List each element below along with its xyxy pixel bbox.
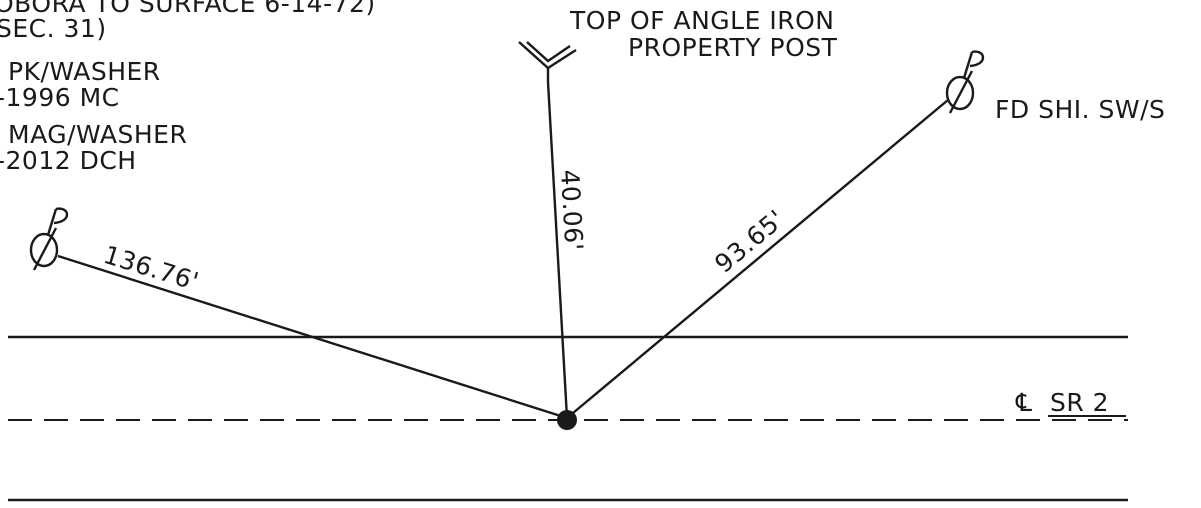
centerline-symbol: ℄ — [1015, 388, 1033, 417]
post-label-line-2: PROPERTY POST — [628, 33, 838, 62]
distance-center-label: 40.06' — [555, 169, 589, 252]
centerline-label: ℄ SR 2 — [1015, 388, 1126, 417]
note-line-5: MAG/WASHER — [8, 120, 187, 149]
right-monument-label: FD SHI. SW/S — [995, 95, 1165, 124]
monument-symbol-right — [945, 50, 985, 114]
note-line-2: SEC. 31) — [0, 14, 107, 43]
angle-iron-post-symbol-inner — [526, 41, 571, 63]
note-line-3: PK/WASHER — [8, 57, 161, 86]
angle-iron-post-symbol-outer — [518, 41, 577, 70]
post-label-line-1: TOP OF ANGLE IRON — [569, 6, 834, 35]
distance-left-label: 136.76' — [100, 240, 202, 296]
note-line-4: -1996 MC — [0, 83, 120, 112]
monument-symbol-left — [29, 207, 69, 271]
tie-line-left — [57, 254, 568, 420]
note-line-1: OBORA TO SURFACE 6-14-72) — [0, 0, 376, 18]
notes-block: OBORA TO SURFACE 6-14-72) SEC. 31) PK/WA… — [0, 0, 376, 175]
note-line-6: -2012 DCH — [0, 146, 137, 175]
tie-line-center — [546, 81, 569, 419]
reference-point — [557, 410, 577, 430]
centerline-road-name: SR 2 — [1050, 388, 1109, 417]
tie-line-right — [566, 99, 949, 419]
